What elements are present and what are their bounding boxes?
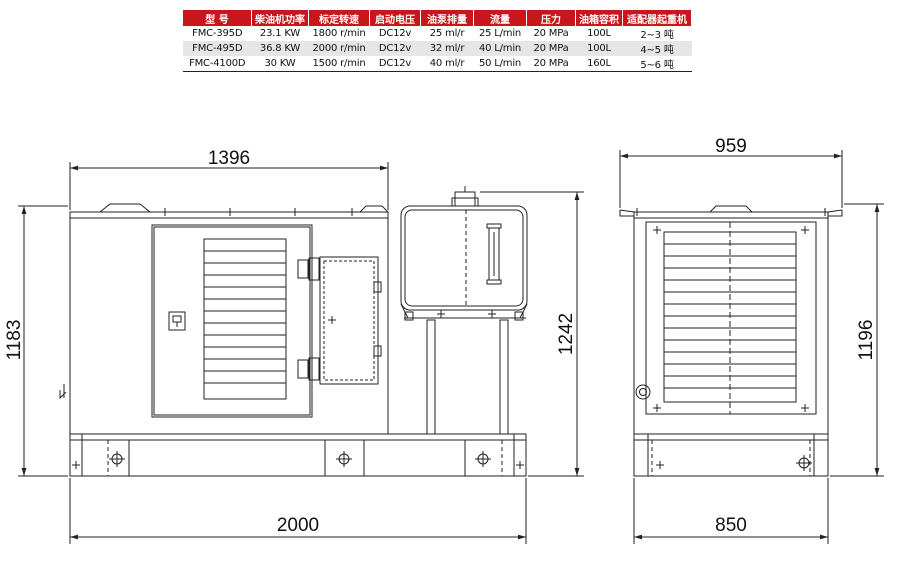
- dim-label-2000: 2000: [277, 515, 319, 536]
- dim-label-850: 850: [715, 515, 747, 536]
- table-row: FMC-4100D 30 KW 1500 r/min DC12v 40 ml/r…: [183, 56, 692, 72]
- control-panel-door: [319, 256, 379, 385]
- cell-tank: 160L: [575, 56, 623, 72]
- cell-pressure: 20 MPa: [526, 41, 576, 56]
- header-power: 柴油机功率: [251, 10, 309, 26]
- spec-header-row: 型 号 柴油机功率 标定转速 启动电压 油泵排量 流量 压力 油箱容积 适配器起…: [183, 10, 692, 26]
- cell-power: 30 KW: [251, 56, 309, 72]
- cell-tank: 100L: [575, 41, 623, 56]
- cell-model: FMC-395D: [192, 28, 243, 39]
- door-latch: [168, 311, 186, 331]
- dim-engine-length: [69, 162, 389, 210]
- cell-speed: 1500 r/min: [308, 56, 370, 72]
- header-crane: 适配器起重机: [622, 10, 692, 26]
- cell-pressure: 20 MPa: [526, 56, 576, 72]
- skid-base: [69, 433, 527, 477]
- header-voltage: 启动电压: [369, 10, 421, 26]
- header-displacement: 油泵排量: [420, 10, 474, 26]
- cell-power: 36.8 KW: [251, 41, 309, 56]
- cell-flow: 40 L/min: [473, 41, 527, 56]
- dim-width-top: [619, 150, 843, 208]
- header-speed: 标定转速: [308, 10, 370, 26]
- cell-voltage: DC12v: [378, 28, 412, 39]
- cell-crane: 4~5 吨: [622, 41, 692, 56]
- table-row: FMC-495D 36.8 KW 2000 r/min DC12v 32 ml/…: [183, 41, 692, 56]
- tank-leg: [499, 319, 509, 435]
- header-flow: 流量: [473, 10, 527, 26]
- tank-leg: [426, 319, 436, 435]
- cell-model: FMC-4100D: [183, 56, 252, 72]
- spec-table: 型 号 柴油机功率 标定转速 启动电压 油泵排量 流量 压力 油箱容积 适配器起…: [183, 10, 692, 72]
- cell-flow: 50 L/min: [473, 56, 527, 72]
- fuel-port-icon: [59, 384, 67, 400]
- dim-label-1396: 1396: [208, 148, 250, 169]
- dim-label-959: 959: [715, 136, 747, 157]
- header-pressure: 压力: [526, 10, 576, 26]
- cell-voltage: DC12v: [369, 56, 421, 72]
- header-model: 型 号: [183, 10, 252, 26]
- dim-label-1242: 1242: [556, 313, 577, 355]
- table-row: FMC-395D 23.1 KW 1800 r/min DC12v 25 ml/…: [183, 26, 692, 41]
- dim-side-height: [830, 203, 884, 477]
- cell-voltage: DC12v: [369, 41, 421, 56]
- cell-speed: 1800 r/min: [312, 28, 366, 39]
- dim-overall-length: [69, 478, 527, 544]
- cell-model: FMC-495D: [183, 41, 252, 56]
- dim-label-1183: 1183: [4, 320, 25, 361]
- cell-tank: 100L: [587, 28, 611, 39]
- cell-displacement: 25 ml/r: [429, 28, 465, 39]
- cell-pressure: 20 MPa: [533, 28, 569, 39]
- hinges: [297, 257, 320, 381]
- louver-grille: [203, 238, 287, 400]
- cell-crane: 2~3 吨: [640, 30, 674, 41]
- cell-flow: 25 L/min: [478, 28, 522, 39]
- hydraulic-tank: [400, 186, 528, 321]
- header-tank: 油箱容积: [575, 10, 623, 26]
- cell-crane: 5~6 吨: [622, 56, 692, 72]
- cell-speed: 2000 r/min: [308, 41, 370, 56]
- fuel-cap-icon: [635, 384, 651, 400]
- cell-power: 23.1 KW: [259, 28, 301, 39]
- side-panel: [645, 221, 817, 415]
- louver-slats: [204, 250, 286, 384]
- side-view: 959 1196 850: [619, 136, 884, 544]
- dim-engine-height: [18, 205, 68, 477]
- side-base: [633, 433, 829, 477]
- dim-label-1196: 1196: [856, 320, 877, 361]
- dim-width-base: [633, 478, 829, 544]
- front-view: 1396 1183 1242 2000: [4, 148, 584, 544]
- cell-displacement: 40 ml/r: [420, 56, 474, 72]
- dim-tank-height: [480, 191, 584, 477]
- cell-displacement: 32 ml/r: [420, 41, 474, 56]
- radiator-door: [151, 224, 313, 418]
- side-housing: [633, 211, 829, 435]
